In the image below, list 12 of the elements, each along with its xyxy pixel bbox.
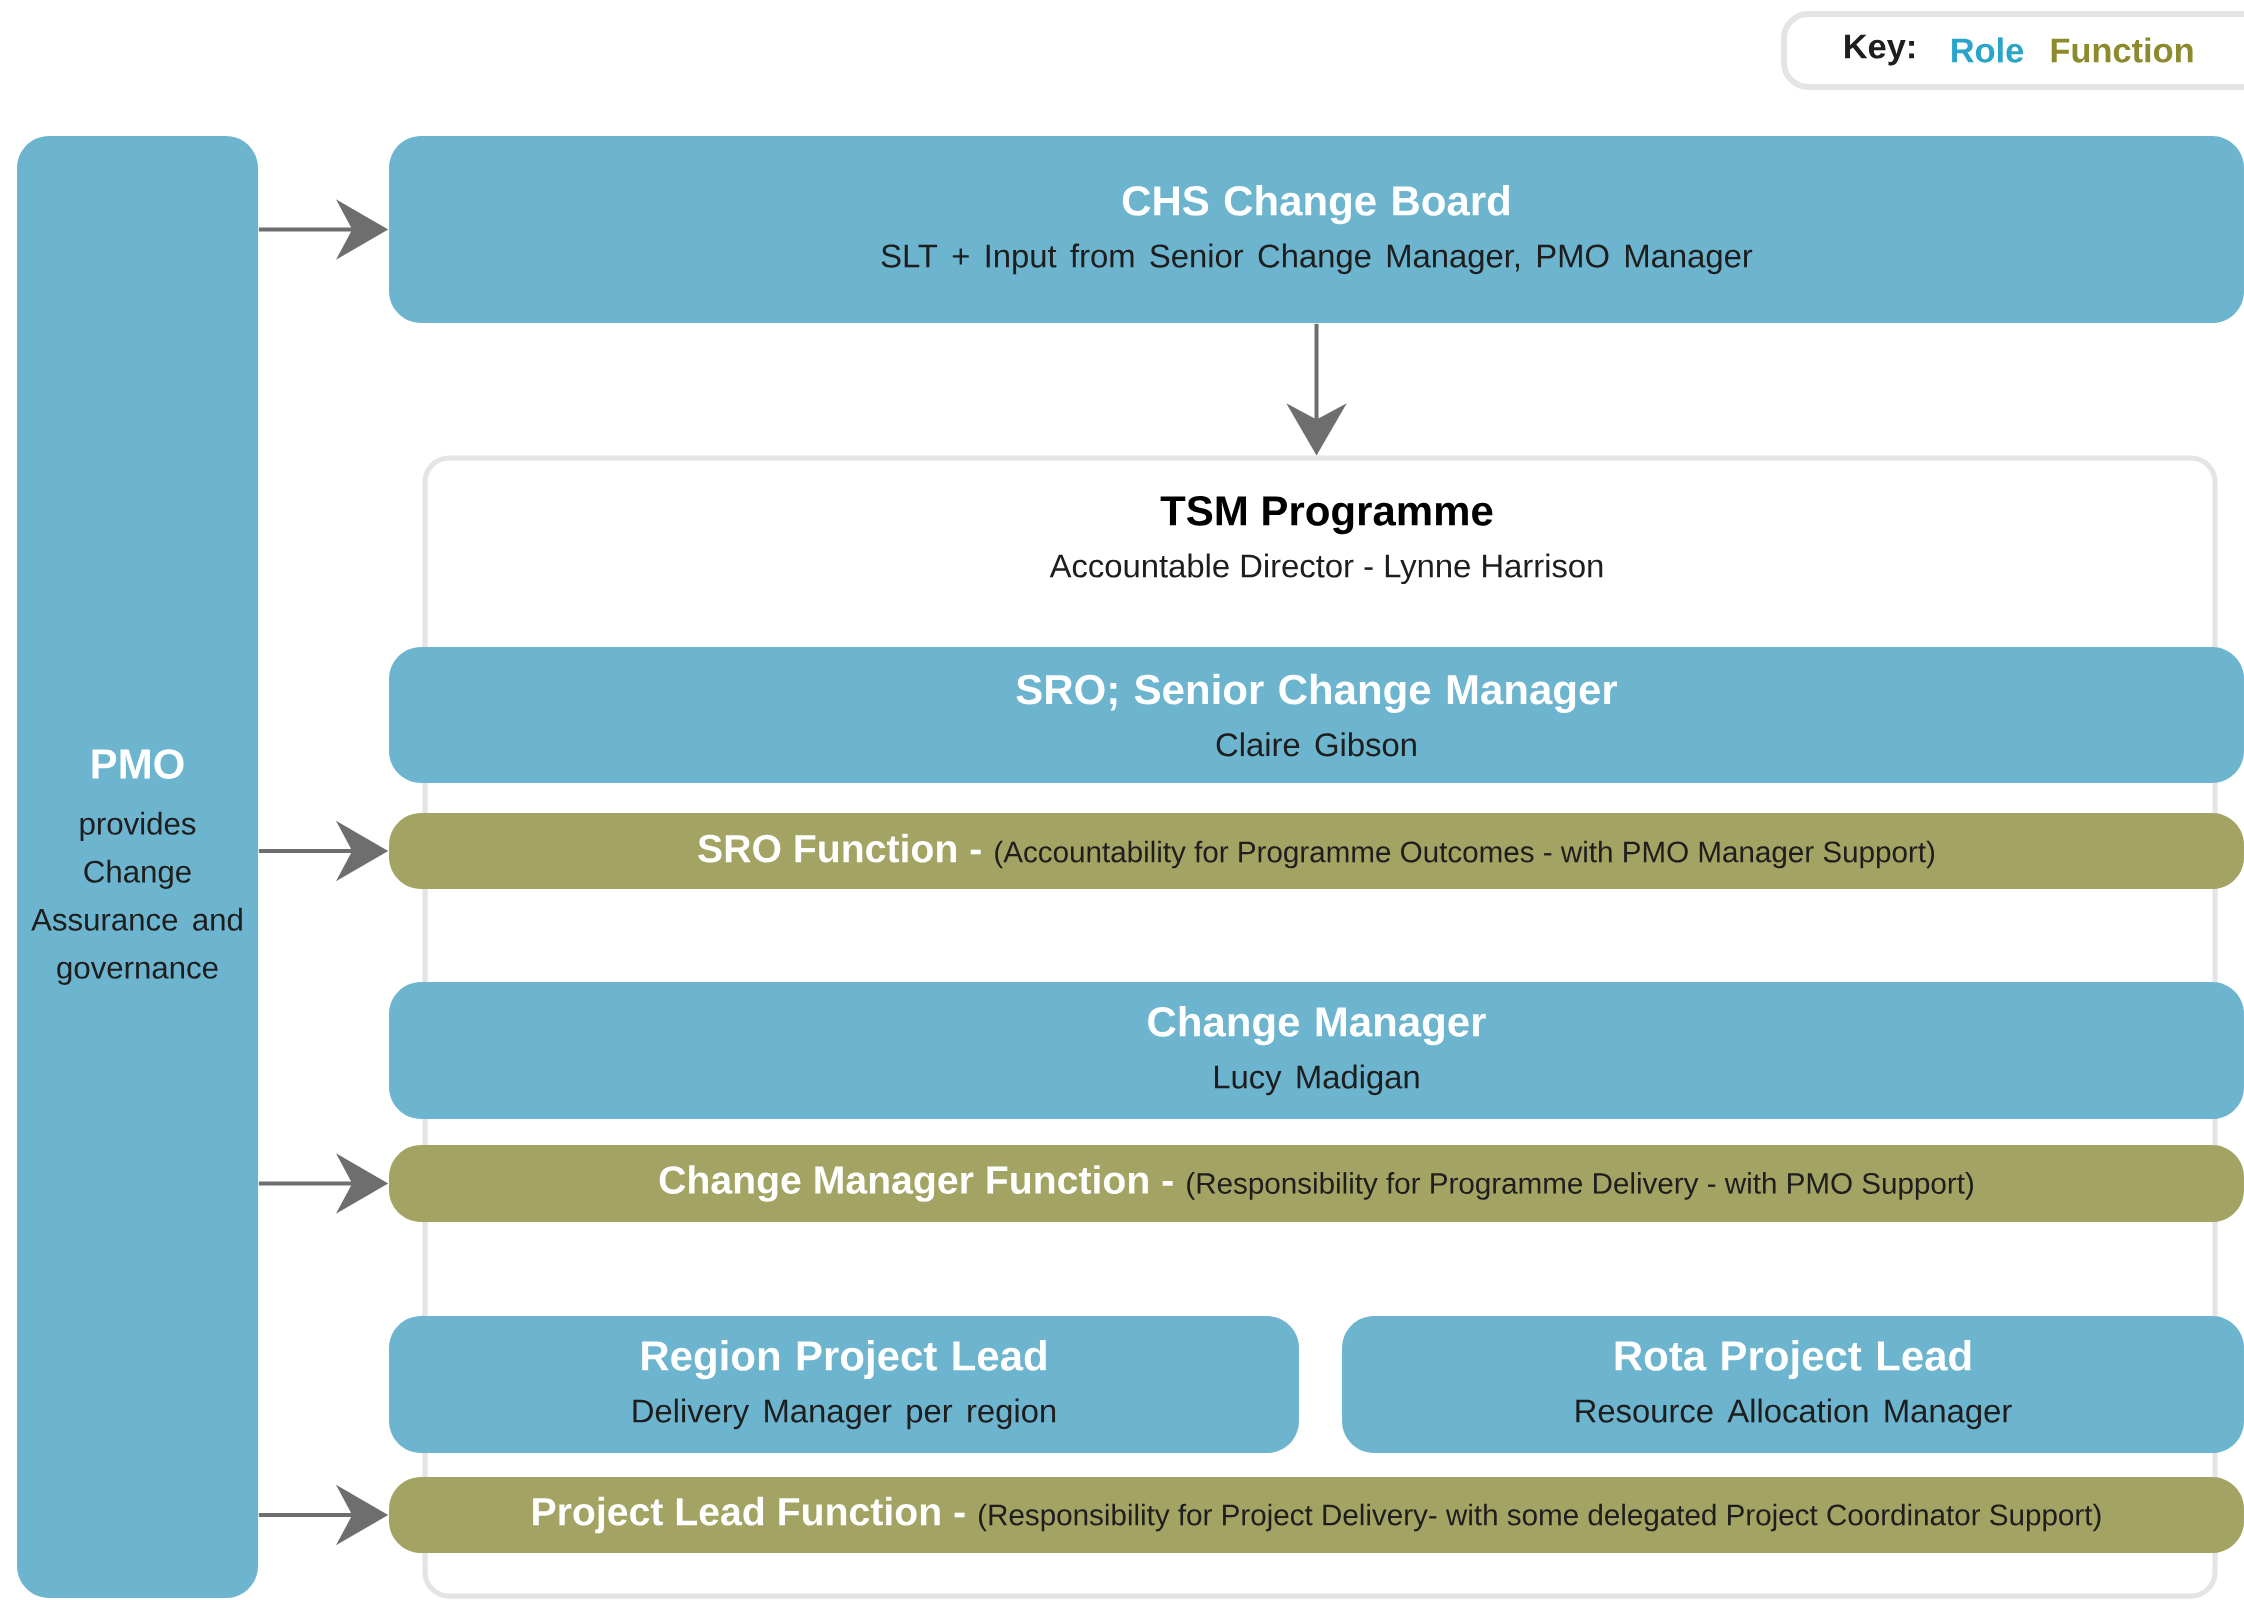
legend-entry: Function — [2051, 37, 2193, 63]
function-bar: Project Lead Function - (Responsibility for Project Delivery- with some delegated Project Coordinator Support) — [389, 1477, 2244, 1554]
side-panel: PMO provides Change Assurance and governance — [17, 136, 258, 1599]
role-box: Region Project Lead Delivery Manager per region — [389, 1316, 1299, 1454]
role-box: Rota Project Lead Resource Allocation Manager — [1342, 1316, 2244, 1454]
role-box: Change Manager Lucy Madigan — [389, 982, 2244, 1119]
function-bar: Change Manager Function - (Responsibility for Programme Delivery - with PMO Support) — [389, 1145, 2244, 1223]
role-box: SRO; Senior Change Manager Claire Gibson — [389, 647, 2244, 783]
role-box: CHS Change Board SLT + Input from Senior Change Manager, PMO Manager — [389, 136, 2244, 323]
key-label: Key: — [1845, 34, 1914, 66]
legend-entry: Role — [1952, 37, 2024, 63]
function-bar: SRO Function - (Accountability for Programme Outcomes - with PMO Manager Support) — [389, 813, 2244, 889]
